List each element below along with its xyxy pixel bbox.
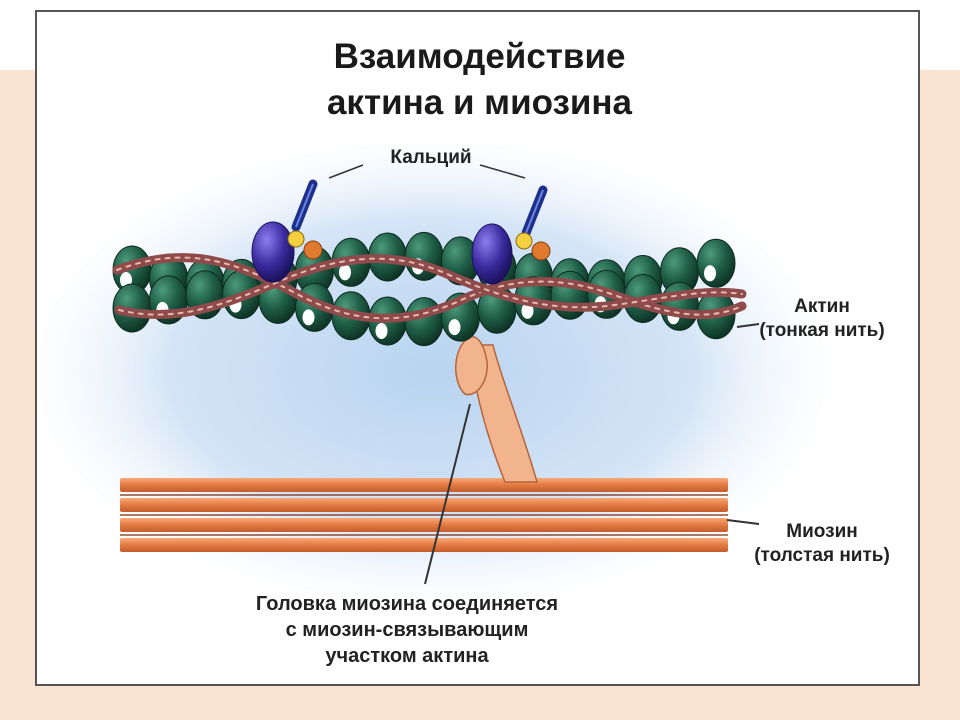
myosin-head: [455, 335, 538, 483]
background-glow: [37, 142, 827, 602]
label-calcium: Кальций: [390, 147, 472, 168]
label-myosin: Миозин (толстая нить): [727, 520, 917, 568]
diagram-card: Взаимодействие актина и миозина: [35, 10, 920, 686]
calcium-leader-lines: [328, 164, 526, 179]
slide-title: Взаимодействие актина и миозина: [37, 34, 922, 126]
caption-myosin-binding: Головка миозина соединяется с миозин-свя…: [187, 591, 627, 669]
binding-site-marker: [302, 309, 315, 326]
label-myosin-desc: (толстая нить): [754, 545, 890, 566]
binding-site-marker: [339, 264, 351, 281]
binding-site-marker: [448, 319, 461, 336]
label-actin-name: Актин: [794, 296, 850, 317]
binding-site-marker: [704, 265, 716, 282]
label-actin: Актин (тонкая нить): [727, 295, 917, 343]
troponin-complex-right: [471, 185, 551, 285]
actin-myosin-diagram: [37, 142, 827, 602]
tropomyosin-strands: [112, 253, 747, 323]
label-actin-desc: (тонкая нить): [759, 320, 885, 341]
actin-bead: [696, 238, 736, 288]
title-line-2: актина и миозина: [326, 83, 633, 122]
label-leader-lines: [424, 323, 760, 585]
binding-site-marker: [375, 323, 388, 339]
binding-site-marker: [521, 302, 534, 319]
actin-bead: [404, 297, 444, 347]
caption-line-1: Головка миозина соединяется: [255, 593, 559, 615]
caption-line-2: с миозин-связывающим: [285, 619, 529, 641]
myosin-thick-filament: [120, 478, 728, 552]
title-line-1: Взаимодействие: [333, 37, 626, 76]
label-myosin-name: Миозин: [786, 521, 858, 542]
caption-line-3: участком актина: [325, 645, 489, 667]
troponin-complex-left: [251, 179, 323, 283]
